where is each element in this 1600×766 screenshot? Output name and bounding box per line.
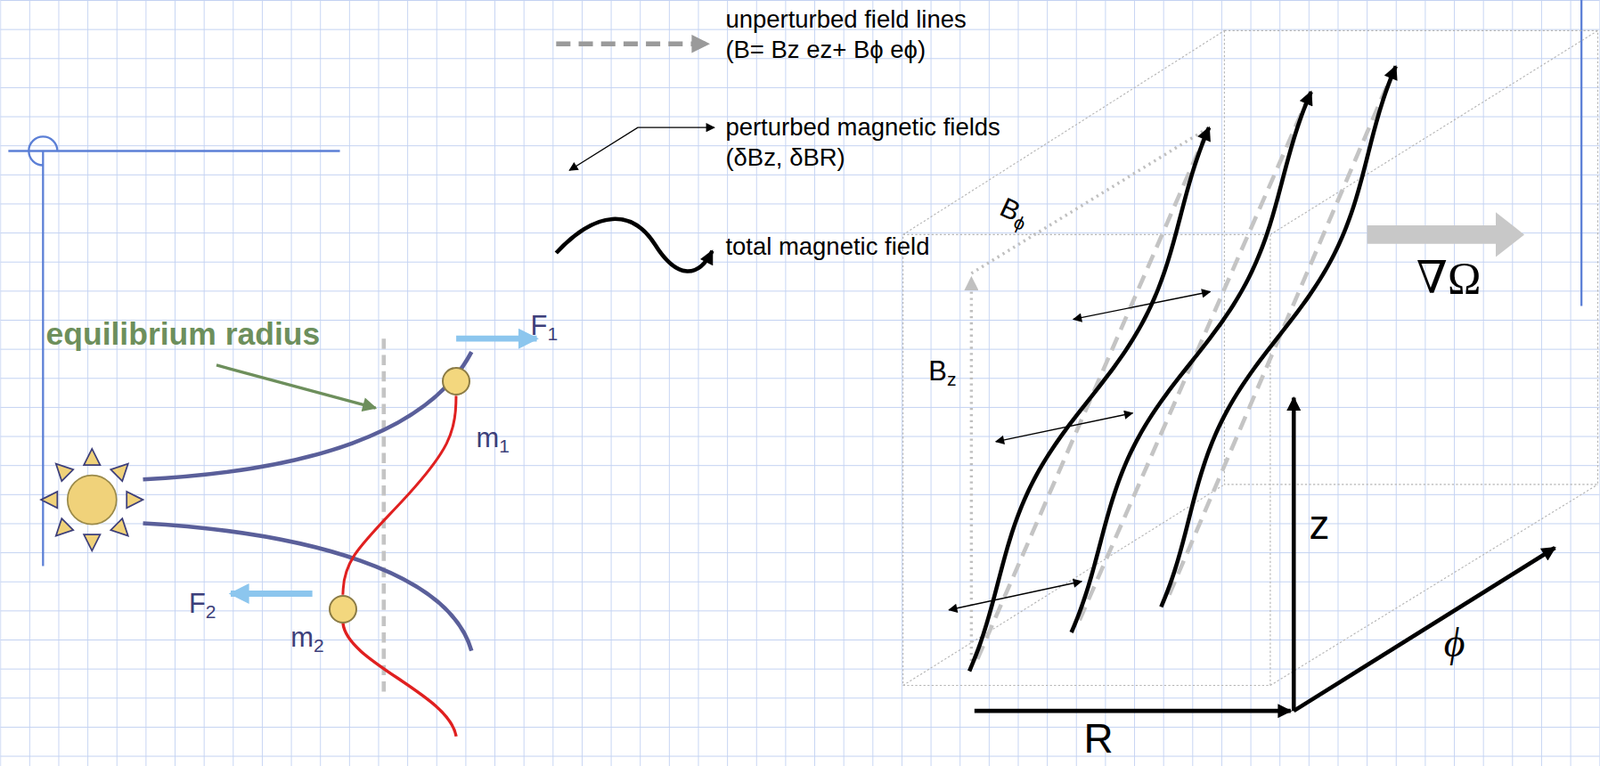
field-lines — [969, 65, 1396, 671]
legend-text: unperturbed field lines (B= Bz ez+ Bϕ eϕ… — [725, 4, 1009, 66]
field-component-label: Bϕ — [995, 191, 1035, 233]
equilibrium-line — [381, 338, 386, 696]
legend-sample-dashed — [555, 40, 709, 47]
orbit-curve — [143, 351, 473, 652]
axis-label: ϕ — [1444, 620, 1466, 668]
force-label: F1 — [530, 310, 559, 343]
spring-line — [342, 623, 457, 737]
axis-label: z — [1309, 502, 1331, 550]
mass-label: m2 — [290, 621, 324, 654]
mass-circle: m2 — [328, 595, 358, 624]
mass-label: m1 — [476, 422, 510, 455]
force-label: F2 — [188, 587, 217, 621]
perturbation-arrow — [948, 292, 1210, 611]
legend-sample-thin — [569, 127, 715, 171]
axis-label: R — [1083, 716, 1113, 764]
bphi-vector — [971, 127, 1209, 274]
leader-arrow — [216, 365, 376, 409]
legend-sample-wavy — [555, 219, 712, 272]
axes — [974, 398, 1556, 712]
gradient-arrow — [1367, 225, 1501, 245]
sun-icon — [40, 448, 144, 552]
field-component-label: Bz — [928, 355, 956, 388]
mass-circle: m1 — [441, 367, 471, 396]
gradient-arrow-head — [1495, 212, 1525, 257]
force-arrow — [456, 335, 537, 343]
gradient-label: ∇Ω — [1416, 253, 1482, 305]
bz-vector — [970, 277, 973, 662]
spring-connector — [342, 395, 457, 595]
page-margin-lines — [8, 0, 1582, 567]
legend-text: total magnetic field — [725, 231, 1009, 262]
legend-text: perturbed magnetic fields (δBz, δBR) — [725, 112, 1009, 174]
force-arrow — [230, 590, 313, 597]
callout-label: equilibrium radius — [46, 316, 321, 353]
